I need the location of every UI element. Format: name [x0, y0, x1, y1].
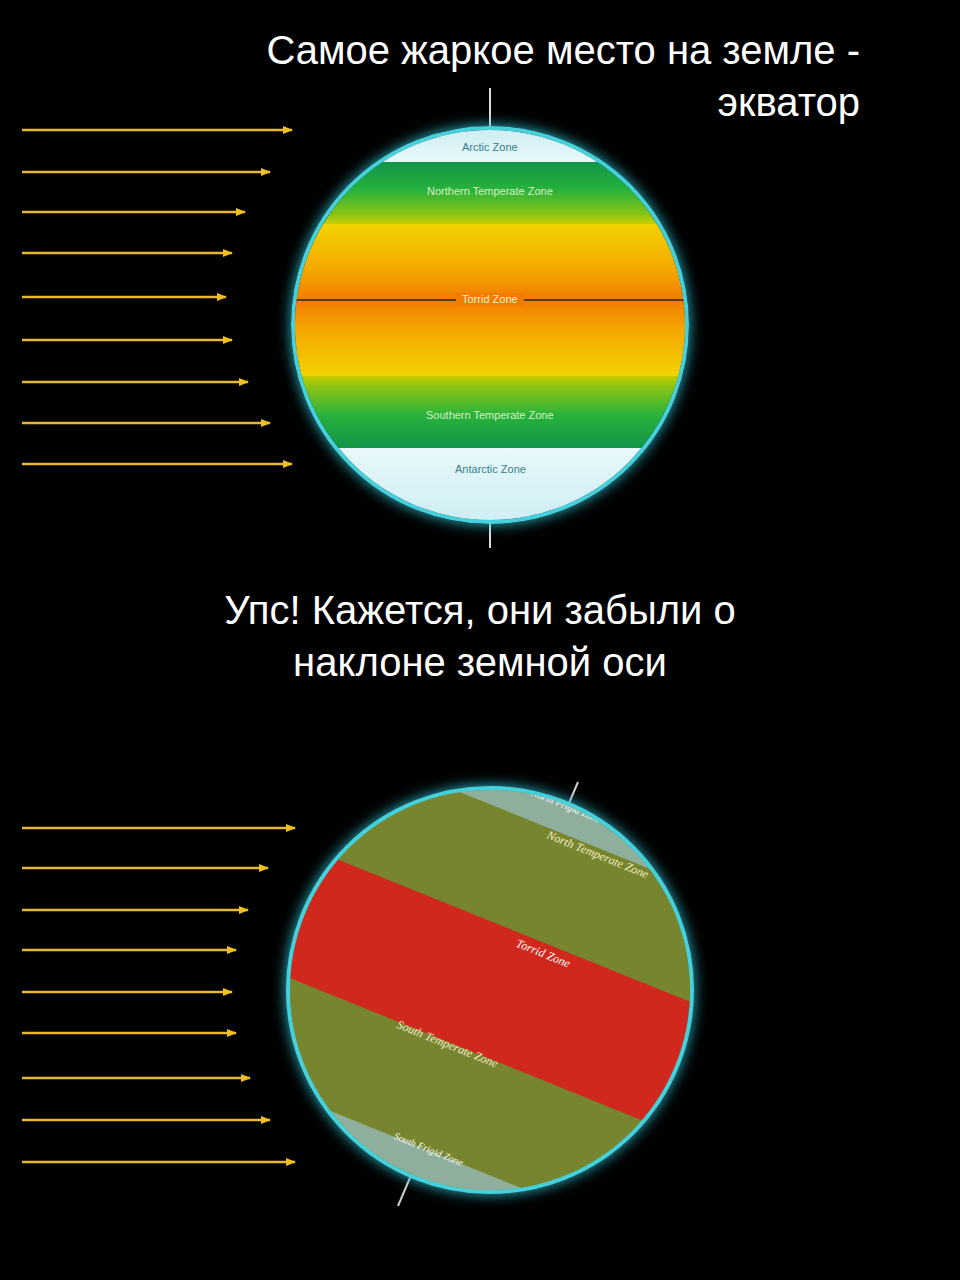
tilted-frame: North Frigid ZoneNorth Temperate ZoneTor…: [286, 786, 694, 1194]
climate-zone-band: Southern Temperate Zone: [295, 376, 685, 448]
caption-note: Упс! Кажется, они забыли о наклоне земно…: [210, 584, 750, 688]
zone-label: North Frigid Zone: [530, 787, 603, 826]
sun-ray-arrows: [22, 130, 295, 1162]
zone-label: Arctic Zone: [462, 141, 518, 154]
zone-label: Torrid Zone: [456, 293, 524, 306]
page-title: Самое жаркое место на земле - экватор: [115, 24, 860, 128]
climate-zone-band: Antarctic Zone: [295, 448, 685, 520]
zone-label: Southern Temperate Zone: [426, 409, 554, 422]
climate-zone-band: Arctic Zone: [295, 130, 685, 162]
climate-zone-band: Northern Temperate Zone: [295, 162, 685, 224]
zone-label: Northern Temperate Zone: [427, 185, 553, 198]
tilted-globe: North Frigid ZoneNorth Temperate ZoneTor…: [286, 786, 694, 1194]
climate-zone-band: Torrid Zone: [295, 224, 685, 376]
zone-label: Antarctic Zone: [455, 463, 526, 476]
flat-globe: Arctic ZoneNorthern Temperate ZoneTorrid…: [291, 126, 689, 524]
